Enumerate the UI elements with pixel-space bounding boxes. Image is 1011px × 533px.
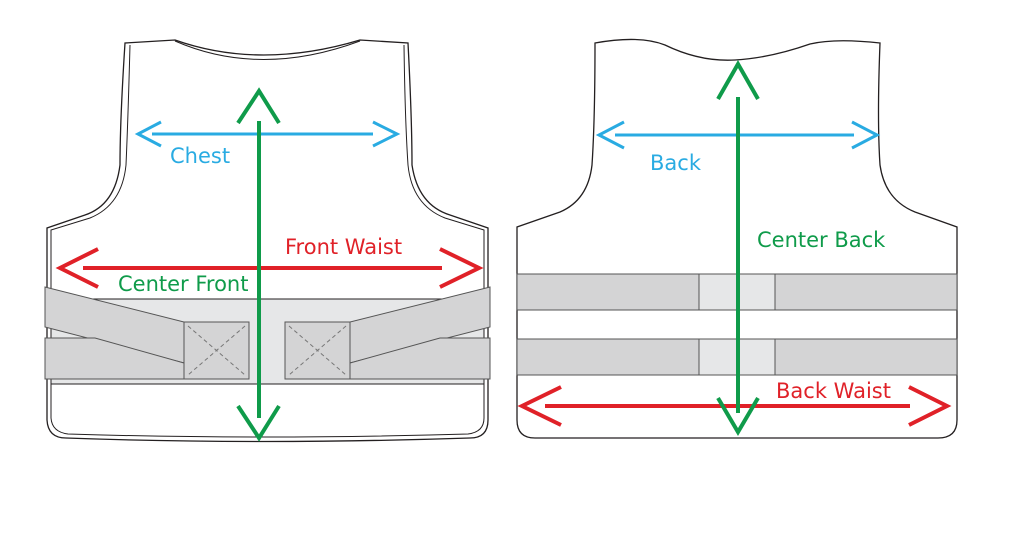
front-waist-label: Front Waist	[285, 235, 402, 259]
front-right-velcro-patch	[284, 321, 351, 380]
center-back-arrow	[716, 59, 760, 436]
back-strap-upper-left	[516, 273, 700, 311]
back-width-arrow	[595, 120, 881, 150]
center-front-label: Center Front	[118, 272, 248, 296]
back-label: Back	[650, 151, 702, 175]
front-vest: Chest Front Waist Center Front	[44, 39, 491, 443]
center-back-label: Center Back	[757, 228, 886, 252]
back-waist-label: Back Waist	[776, 379, 891, 403]
back-strap-lower-right	[774, 338, 958, 376]
back-strap-lower-left	[516, 338, 700, 376]
chest-label: Chest	[170, 144, 230, 168]
front-vest-inner-trim	[50, 44, 485, 438]
chest-arrow	[134, 120, 401, 148]
front-left-velcro-patch	[183, 321, 250, 380]
center-front-arrow	[236, 87, 281, 442]
back-strap-upper-right	[774, 273, 958, 311]
back-vest: Back Center Back Back Waist	[516, 38, 958, 439]
front-waist-arrow	[55, 247, 484, 289]
back-waist-arrow	[517, 385, 952, 427]
